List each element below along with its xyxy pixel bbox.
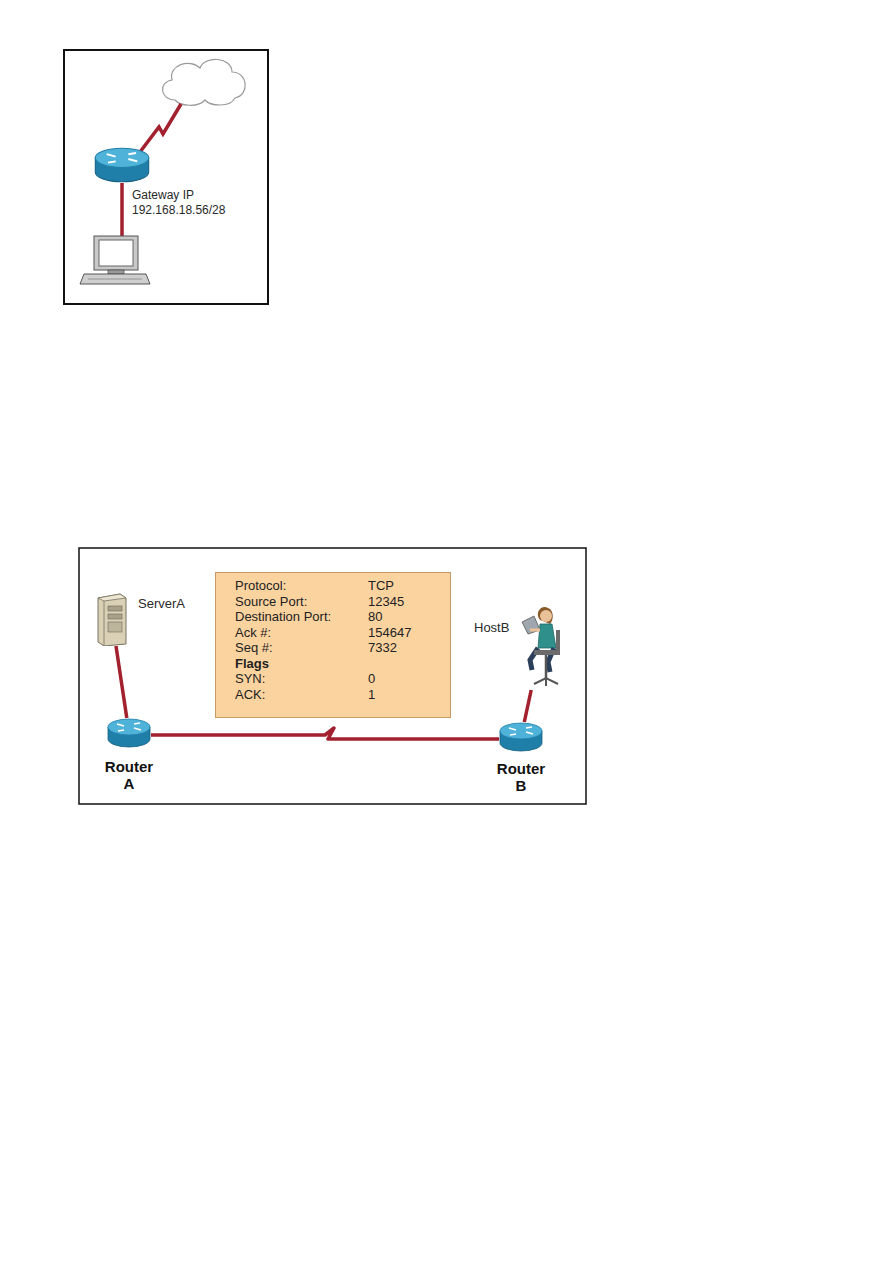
device-label: Router B [493,760,549,794]
packet-field: 0 [368,671,375,686]
node-label: Gateway IP 192.168.18.56/28 [132,188,244,218]
packet-info-box: Protocol: TCP Source Port: 12345Destination… [215,572,451,718]
packet-field: 154647 [368,625,411,640]
network-link [116,646,127,718]
host-node: HostB [518,600,564,690]
packet-field: 12345 [368,594,404,609]
network-link [151,728,499,739]
cloud [163,59,246,105]
packet-field: Ack #: [235,625,271,640]
frame [79,548,586,804]
node-label: HostB [474,620,509,635]
frame [64,50,268,304]
router-node: Gateway IP 192.168.18.56/28 [94,147,150,183]
packet-field: Seq #: [235,640,273,655]
router-icon [107,718,151,748]
node-label: ServerA [138,596,185,611]
packet-field: Destination Port: [235,609,331,624]
router-icon [94,147,150,183]
packet-field: 7332 [368,640,397,655]
user-icon [518,600,564,690]
pc-icon [80,236,150,284]
serial-link [140,104,181,152]
router-node: Router A [107,718,151,748]
network-link [524,690,531,722]
packet-field: Flags [235,656,269,671]
server-node: ServerA [96,592,128,646]
packet-field: ACK: [235,687,265,702]
ethernet-link [120,183,124,238]
server-icon [96,592,128,646]
router-icon [499,722,543,752]
packet-field: 80 [368,609,382,624]
packet-field: SYN: [235,671,265,686]
router-node: Router B [499,722,543,752]
packet-field: Protocol: [235,578,286,593]
packet-field: Source Port: [235,594,307,609]
packet-field: TCP [368,578,394,593]
packet-field: 1 [368,687,375,702]
device-label: Router A [101,758,157,792]
